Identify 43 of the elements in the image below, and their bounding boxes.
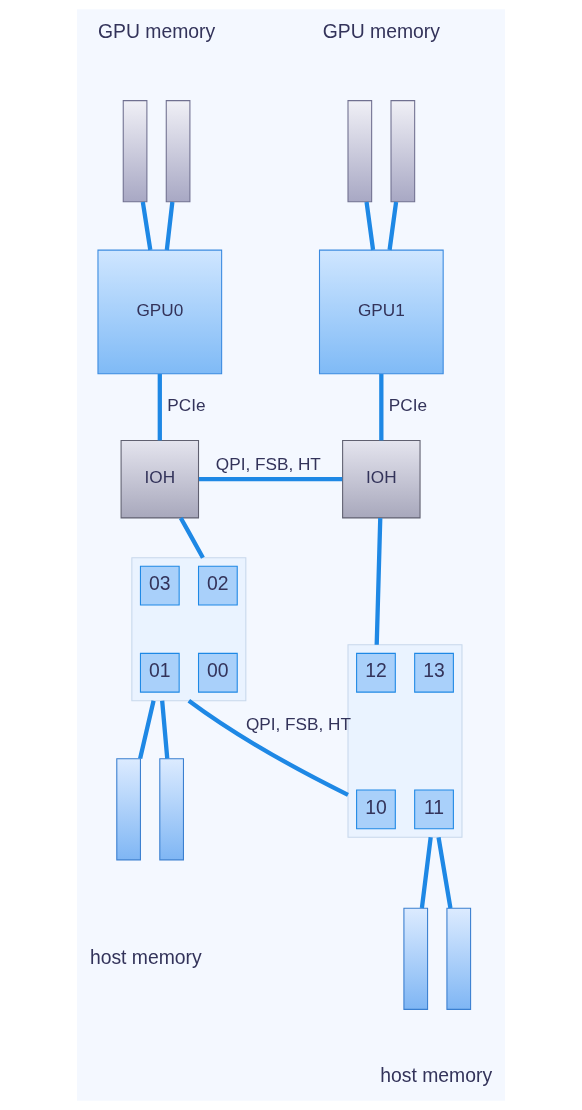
connector (419, 837, 433, 909)
node-bar (390, 100, 416, 203)
node-bar (347, 100, 373, 203)
node-box: IOH (342, 439, 421, 519)
node-box: GPU0 (97, 249, 223, 375)
label: host memory (380, 1063, 493, 1086)
connector (140, 201, 153, 251)
node-bar (122, 100, 148, 203)
node-bar (165, 100, 191, 203)
node-bar (159, 758, 184, 861)
label: host memory (89, 945, 202, 968)
node-bar (446, 907, 472, 1010)
node-box: 11 (414, 789, 454, 830)
connector (160, 700, 170, 759)
edge-label: QPI, FSB, HT (215, 454, 321, 475)
connector (187, 698, 349, 797)
cluster (131, 557, 247, 702)
node-box: 03 (139, 565, 180, 606)
node-box: 01 (139, 652, 180, 693)
connector (178, 516, 205, 559)
node-bar (116, 758, 141, 861)
edge-label: PCIe (388, 395, 428, 416)
connector (157, 374, 162, 441)
label: GPU memory (322, 19, 440, 42)
node-box: 00 (198, 652, 238, 693)
node-box: 12 (356, 652, 396, 693)
node-bar (403, 907, 429, 1010)
edge-label: QPI, FSB, HT (245, 713, 351, 734)
connector (436, 836, 453, 909)
connector (138, 700, 156, 760)
node-box: 10 (356, 789, 396, 830)
connector (387, 201, 399, 251)
connector (364, 201, 376, 251)
connector (379, 374, 384, 441)
connector (164, 201, 175, 251)
node-box: 02 (198, 565, 238, 606)
node-box: GPU1 (318, 249, 444, 375)
node-box: IOH (120, 439, 200, 519)
connector (198, 477, 343, 482)
connector (374, 518, 383, 645)
edge-label: PCIe (167, 395, 206, 416)
node-box: 13 (414, 652, 454, 693)
label: GPU memory (98, 19, 216, 42)
